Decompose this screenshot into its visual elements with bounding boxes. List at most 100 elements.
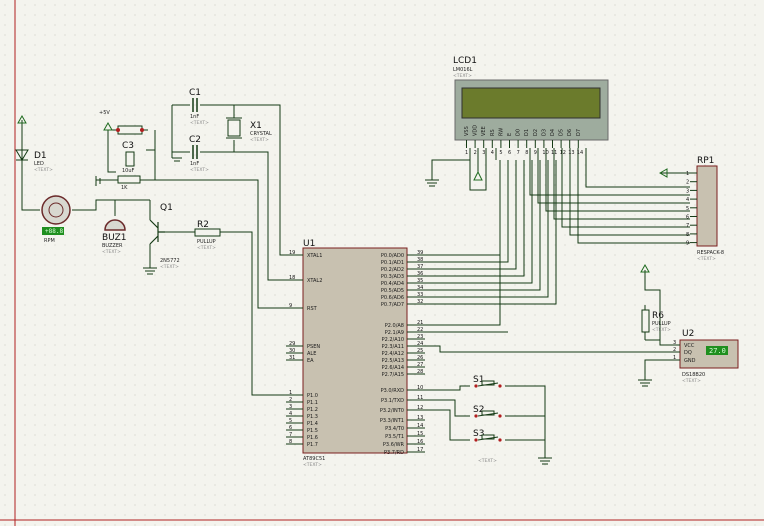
u2-pin-number: 1	[673, 355, 676, 361]
u1-pin-name: P0.7/AD7	[381, 302, 404, 308]
switch-s3[interactable]: S3	[473, 429, 502, 442]
u1-pin-number: 30	[289, 348, 295, 354]
lcd-pin-number: 4	[491, 150, 494, 156]
u1-pin-name: P1.4	[307, 421, 318, 427]
u1-pin-number: 2	[289, 397, 292, 403]
lcd-pin-number: 6	[508, 150, 511, 156]
u1-pin-name: P1.6	[307, 435, 318, 441]
lcd-pin-number: 12	[560, 150, 566, 156]
lcd-pin-number: 3	[482, 150, 485, 156]
rp1-ref: RP1	[697, 156, 714, 166]
u1-pin-name: P1.2	[307, 407, 318, 413]
c2-ref: C2	[189, 135, 201, 145]
rp1-pin-number: 7	[686, 223, 689, 229]
u1-pin-name: P3.2/INT0	[380, 408, 404, 414]
u1-pin-name: RST	[307, 306, 318, 312]
rp1-pin-number: 6	[686, 215, 689, 221]
r1-resistor[interactable]: 1K	[117, 175, 141, 191]
u1-pin-name: P1.0	[307, 393, 318, 399]
d1-text: <TEXT>	[34, 167, 53, 173]
u1-pin-name: XTAL1	[307, 253, 322, 259]
rp1-pin-number: 8	[686, 232, 689, 238]
u2-model: DS18B20	[682, 372, 705, 378]
u1-pin-number: 23	[417, 334, 423, 340]
switch-contact	[474, 438, 478, 442]
u1-pin-number: 5	[289, 418, 292, 424]
c1-text: <TEXT>	[190, 120, 209, 126]
u2-pin-name: VCC	[684, 343, 695, 349]
lcd-pin-number: 1	[465, 150, 468, 156]
u1-pin-number: 7	[289, 432, 292, 438]
u1-pin-number: 1	[289, 390, 292, 396]
q1-ref: Q1	[160, 203, 173, 213]
lcd-pin-label: D4	[550, 129, 556, 136]
u1-pin-number: 18	[289, 275, 295, 281]
u1-pin-number: 24	[417, 341, 423, 347]
u2-display	[706, 346, 728, 355]
u1-pin-number: 9	[289, 303, 292, 309]
r2-text: <TEXT>	[197, 245, 216, 251]
switch-ref: S3	[473, 429, 484, 439]
u1-pin-number: 4	[289, 411, 292, 417]
u1-pin-name: P0.2/AD2	[381, 267, 404, 273]
u1-ref: U1	[303, 239, 315, 249]
switch-contact	[474, 384, 478, 388]
rp1-text: <TEXT>	[697, 256, 716, 262]
lcd-pin-number: 11	[551, 150, 557, 156]
u1-pin-name: P3.3/INT1	[380, 418, 404, 424]
buz1-buzzer[interactable]: BUZ1 BUZZER <TEXT>	[102, 219, 127, 255]
motor-value: +88.8	[45, 228, 63, 235]
r2-resistor[interactable]: R2 PULLUP <TEXT>	[194, 220, 221, 251]
u1-text: <TEXT>	[303, 462, 322, 468]
u1-pin-name: P2.7/A15	[382, 372, 404, 378]
c3-capacitor[interactable]: C3 10uF	[116, 125, 144, 174]
u1-pin-name: P2.4/A12	[382, 351, 404, 357]
u1-pin-number: 12	[417, 405, 423, 411]
rp1-pin-number: 4	[686, 197, 689, 203]
u1-pin-number: 26	[417, 355, 423, 361]
q1-transistor[interactable]: Q1 2N5772 <TEXT>	[149, 203, 180, 270]
d1-led[interactable]: D1 LED <TEXT>	[15, 149, 53, 173]
rp1-pin-number: 9	[686, 241, 689, 247]
switch-s1[interactable]: S1	[473, 375, 502, 388]
u1-pin-name: P0.6/AD6	[381, 295, 404, 301]
u1-pin-name: XTAL2	[307, 278, 322, 284]
c1-value: 1nF	[190, 114, 199, 120]
lcd-text: <TEXT>	[453, 73, 472, 79]
motor[interactable]: +88.8 RPM	[41, 195, 71, 244]
u2-ref: U2	[682, 329, 694, 339]
x1-crystal[interactable]: X1 CRYSTAL <TEXT>	[226, 117, 272, 143]
c2-value: 1nF	[190, 161, 199, 167]
switch-lever	[477, 412, 499, 417]
ground-symbols	[95, 157, 652, 465]
lcd-pin-label: RS	[490, 129, 496, 136]
u1-pin-name: P1.7	[307, 442, 318, 448]
x1-text: <TEXT>	[250, 137, 269, 143]
r6-resistor[interactable]: R6 PULLUP <TEXT>	[641, 309, 671, 333]
rp1-value: RESPACK-8	[697, 250, 724, 256]
u1-model: AT89C51	[303, 456, 325, 462]
switch-s2[interactable]: S2	[473, 405, 502, 418]
lcd-screen	[461, 87, 601, 119]
u1-pin-name: P2.5/A13	[382, 358, 404, 364]
u1-pin-name: P0.5/AD5	[381, 288, 404, 294]
lcd-pin-label: VEE	[481, 126, 487, 136]
c1-capacitor[interactable]: C1 1nF <TEXT>	[189, 88, 209, 126]
u1-body	[302, 247, 408, 454]
c2-capacitor[interactable]: C2 1nF <TEXT>	[189, 135, 209, 173]
u1-pin-number: 25	[417, 348, 423, 354]
switch-contact	[498, 438, 502, 442]
buz1-ref: BUZ1	[102, 233, 127, 243]
lcd-pin-label: D0	[516, 129, 522, 136]
lcd-component[interactable]: LCD1 LM016L <TEXT> VSS1VDD2VEE3RS4RW5E6D…	[453, 56, 609, 156]
u1-pin-name: P0.4/AD4	[381, 281, 404, 287]
lcd-pin-label: D6	[567, 129, 573, 136]
d1-value: LED	[34, 161, 44, 167]
